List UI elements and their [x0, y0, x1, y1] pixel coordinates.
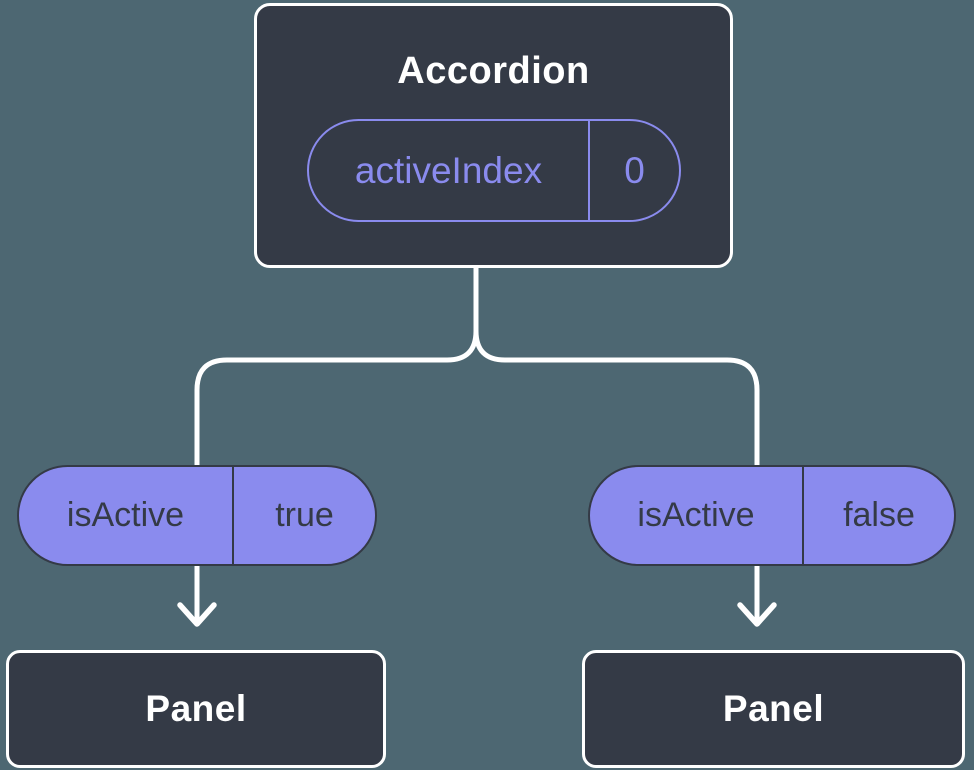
child-component-node-right: Panel: [582, 650, 965, 768]
child-component-title: Panel: [722, 688, 825, 729]
prop-pill-label: isActive: [590, 467, 804, 564]
arrow-down-icon: [737, 602, 777, 627]
state-pill-label: activeIndex: [309, 121, 590, 220]
connector-root-to-right-pill: [473, 330, 760, 467]
prop-pill-right: isActive false: [588, 465, 956, 566]
arrow-down-icon: [177, 602, 217, 627]
state-pill: activeIndex 0: [307, 119, 681, 222]
child-component-title: Panel: [145, 688, 247, 729]
prop-pill-value: true: [275, 496, 334, 534]
connector-root-to-left-pill: [194, 266, 479, 467]
child-component-node-left: Panel: [6, 650, 386, 768]
prop-pill-value: false: [843, 496, 915, 534]
prop-pill-left: isActive true: [17, 465, 377, 566]
root-component-node: Accordion activeIndex 0: [254, 3, 733, 268]
prop-pill-label: isActive: [19, 467, 234, 564]
root-component-title: Accordion: [397, 50, 590, 92]
state-pill-value: 0: [624, 149, 645, 191]
